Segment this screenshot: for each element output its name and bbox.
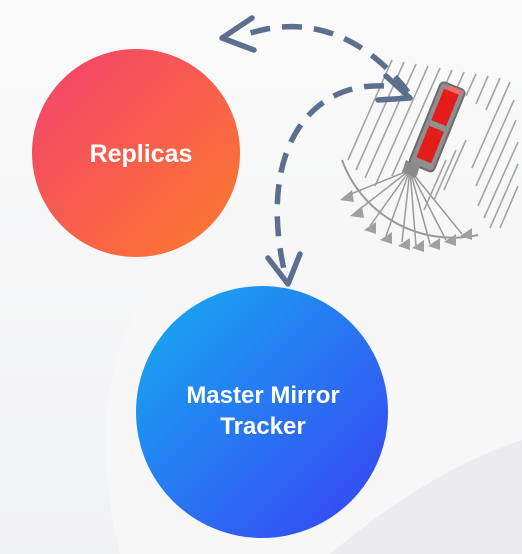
arrow-to-replicas-icon [219,15,413,103]
background-corner [330,440,522,554]
master-tracker-label-line2: Tracker [220,413,306,441]
master-tracker-label: Master Mirror Tracker [138,380,388,442]
replicas-label-text: Replicas [89,140,193,168]
master-tracker-label-line1: Master Mirror [186,382,340,409]
arrow-to-master-icon [265,83,385,287]
heliostat-icon [340,59,519,252]
master-tracker-node [136,286,388,538]
replicas-node [32,49,240,257]
replicas-label: Replicas [36,138,246,171]
